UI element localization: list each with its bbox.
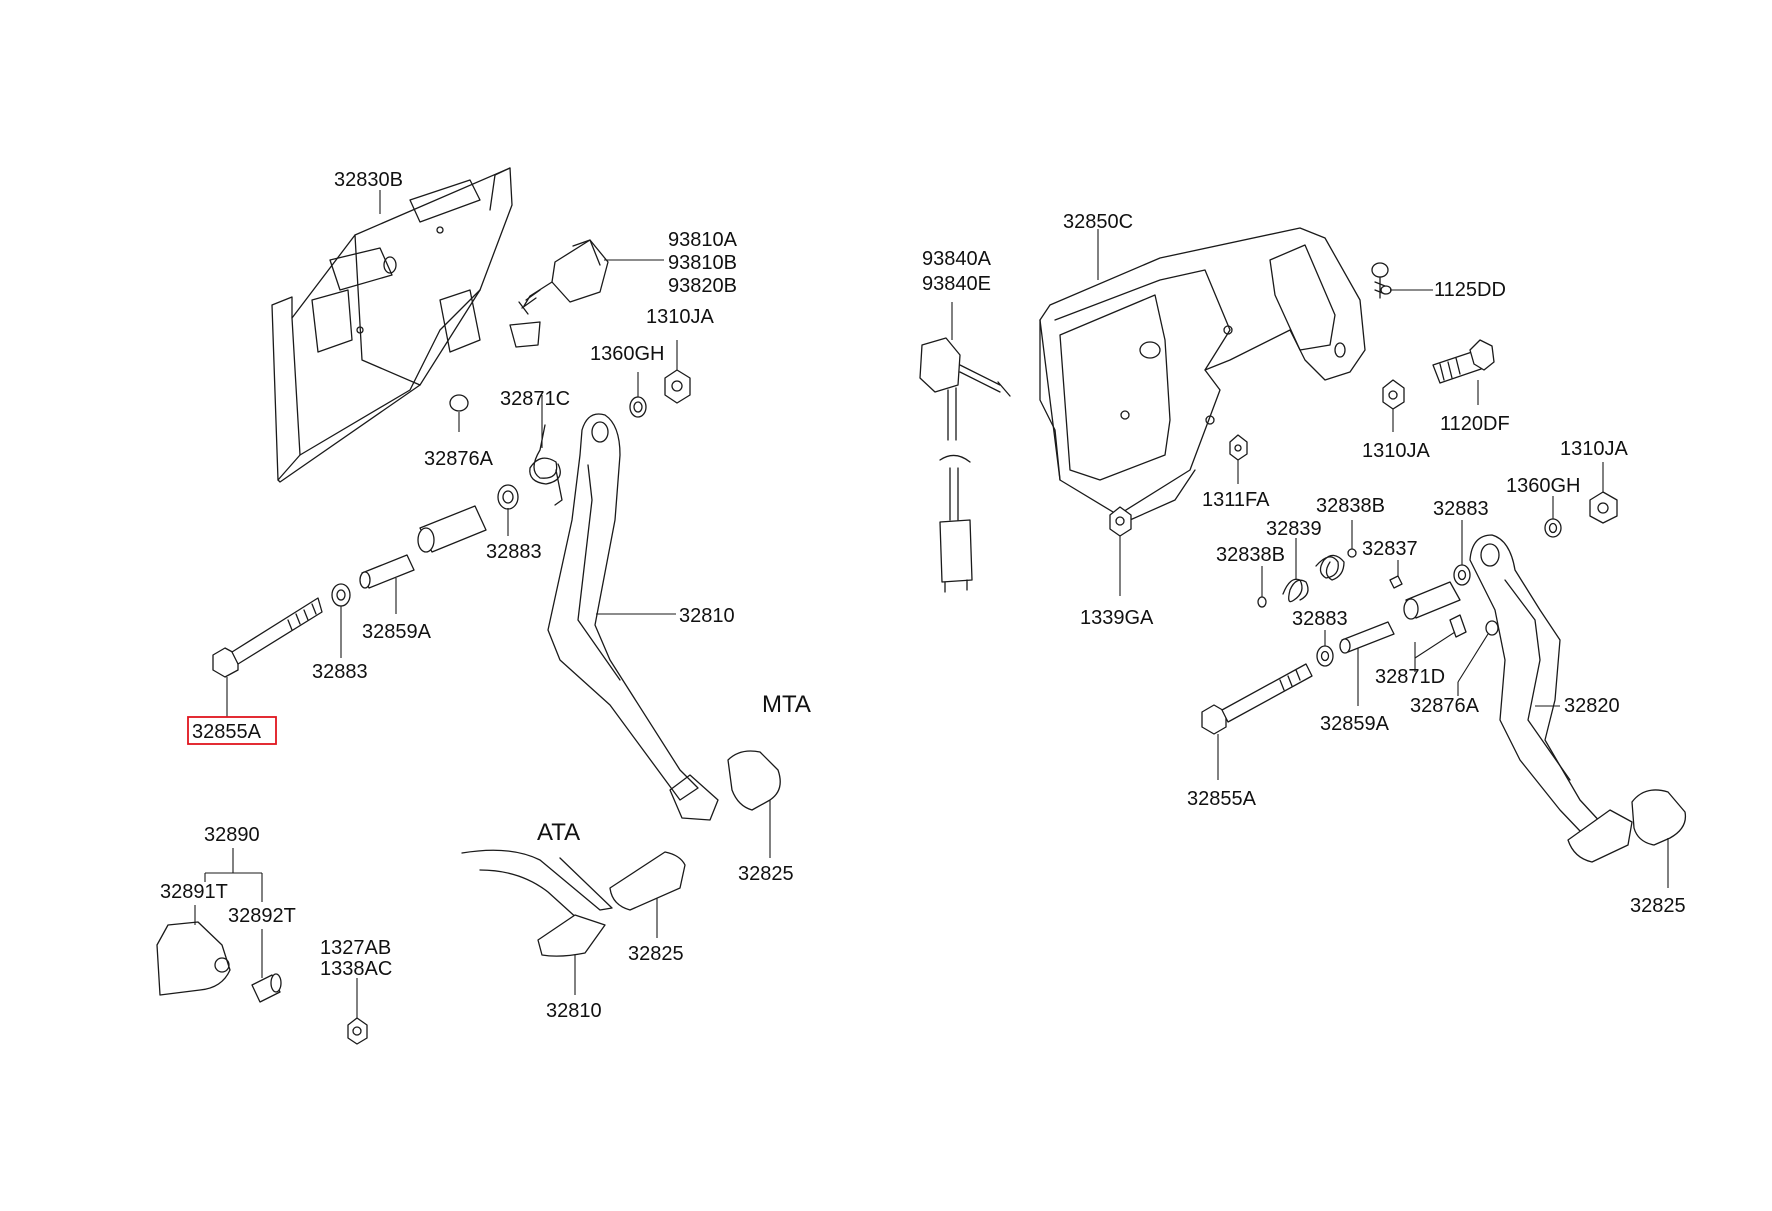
label-32830b[interactable]: 32830B — [334, 169, 403, 191]
nut-1310ja-mid-part — [1382, 379, 1405, 410]
pin-32837-part — [1389, 575, 1403, 589]
label-1125dd[interactable]: 1125DD — [1434, 279, 1506, 301]
label-32825-ata[interactable]: 32825 — [628, 943, 684, 965]
label-32891t[interactable]: 32891T — [160, 881, 228, 903]
label-32892t[interactable]: 32892T — [228, 905, 296, 927]
pad-32825-mta-part — [727, 750, 781, 811]
label-32837[interactable]: 32837 — [1362, 538, 1418, 560]
stopper-32891t-part — [156, 921, 231, 996]
labels: 32830B 93810A 93810B 93820B 1310JA 1360G… — [160, 169, 1686, 1022]
nut-1327ab-part — [347, 1017, 368, 1045]
washer-1360gh-right-part — [1544, 518, 1562, 538]
label-32838b-top[interactable]: 32838B — [1316, 495, 1385, 517]
label-32883-right-left[interactable]: 32883 — [1292, 608, 1348, 630]
sleeve-long-right-part — [1403, 581, 1461, 620]
bracket-32850c-part — [1039, 227, 1366, 521]
nut-1339ga-part — [1109, 506, 1132, 537]
washer-1360gh-part — [629, 396, 647, 418]
label-32838b-left[interactable]: 32838B — [1216, 544, 1285, 566]
bolt-1120df-part — [1432, 339, 1495, 384]
label-32871c[interactable]: 32871C — [500, 388, 570, 410]
label-32890[interactable]: 32890 — [204, 824, 260, 846]
pad-32825-ata-part — [609, 851, 686, 911]
label-32825-mta[interactable]: 32825 — [738, 863, 794, 885]
label-32855a-left-highlighted[interactable]: 32855A — [192, 721, 262, 743]
label-32883-left-top[interactable]: 32883 — [486, 541, 542, 563]
label-32820[interactable]: 32820 — [1564, 695, 1620, 717]
label-32883-right-top[interactable]: 32883 — [1433, 498, 1489, 520]
stopper-32892t-part — [251, 973, 282, 1003]
spring-32871d-part — [1449, 614, 1467, 638]
label-32825-right[interactable]: 32825 — [1630, 895, 1686, 917]
label-93840a[interactable]: 93840A — [922, 248, 992, 270]
label-1360gh-left[interactable]: 1360GH — [590, 343, 665, 365]
label-32883-left[interactable]: 32883 — [312, 661, 368, 683]
label-1310ja-mid[interactable]: 1310JA — [1362, 440, 1430, 462]
label-93820b[interactable]: 93820B — [668, 275, 737, 297]
label-32810-mta[interactable]: 32810 — [679, 605, 735, 627]
stopper-32876a-part — [449, 394, 469, 412]
nut-1310ja-right-part — [1589, 491, 1618, 524]
label-1120df[interactable]: 1120DF — [1440, 413, 1510, 435]
label-32855a-right[interactable]: 32855A — [1187, 788, 1257, 810]
label-32859a-right[interactable]: 32859A — [1320, 713, 1390, 735]
sleeve-32859a-part — [359, 554, 415, 589]
spring-32838b-top-part — [1347, 548, 1357, 558]
bushing-32883-left-part — [331, 583, 351, 607]
label-1338ac[interactable]: 1338AC — [320, 958, 392, 980]
label-32876a-left[interactable]: 32876A — [424, 448, 494, 470]
sleeve-long-part — [417, 505, 487, 553]
pedal-32820-part — [1469, 534, 1633, 863]
label-1311fa[interactable]: 1311FA — [1202, 489, 1270, 511]
brake-switch-93810-part — [509, 239, 609, 348]
label-32850c[interactable]: 32850C — [1063, 211, 1133, 233]
highlight-box — [187, 716, 277, 745]
label-32810-ata[interactable]: 32810 — [546, 1000, 602, 1022]
nut-1310ja-part — [664, 369, 691, 404]
spring-32839-part — [1282, 554, 1345, 603]
pedal-32810-part — [547, 413, 719, 821]
label-1360gh-right[interactable]: 1360GH — [1506, 475, 1581, 497]
bracket-32830b-part — [271, 167, 513, 483]
sleeve-32859a-right-part — [1339, 621, 1395, 654]
pad-32825-right-part — [1631, 789, 1687, 846]
label-93840e[interactable]: 93840E — [922, 273, 991, 295]
bushing-32883-right-left-part — [1316, 645, 1334, 667]
label-32871d[interactable]: 32871D — [1375, 666, 1445, 688]
switch-93840-part — [919, 337, 1011, 593]
bushing-32883-right-top-part — [1453, 564, 1471, 586]
stopper-32876a-right-part — [1485, 620, 1499, 636]
label-1310ja-left[interactable]: 1310JA — [646, 306, 714, 328]
bolt-32855a-part — [212, 597, 323, 678]
label-1339ga[interactable]: 1339GA — [1080, 607, 1154, 629]
bushing-32883-top-part — [497, 484, 519, 510]
bolt-32855a-right-part — [1201, 663, 1313, 735]
bolt-1125dd-part — [1371, 262, 1392, 299]
label-1327ab[interactable]: 1327AB — [320, 937, 391, 959]
label-32876a-right[interactable]: 32876A — [1410, 695, 1480, 717]
label-93810b[interactable]: 93810B — [668, 252, 737, 274]
pedal-32810-ata-part — [461, 849, 613, 957]
nut-1311fa-part — [1229, 434, 1248, 461]
label-1310ja-right[interactable]: 1310JA — [1560, 438, 1628, 460]
label-32839[interactable]: 32839 — [1266, 518, 1322, 540]
spring-32838b-small-part — [1257, 596, 1267, 608]
label-32859a-left[interactable]: 32859A — [362, 621, 432, 643]
label-ata: ATA — [537, 819, 580, 846]
label-mta: MTA — [762, 691, 811, 718]
spring-32871c-part — [529, 424, 563, 506]
label-93810a[interactable]: 93810A — [668, 229, 738, 251]
